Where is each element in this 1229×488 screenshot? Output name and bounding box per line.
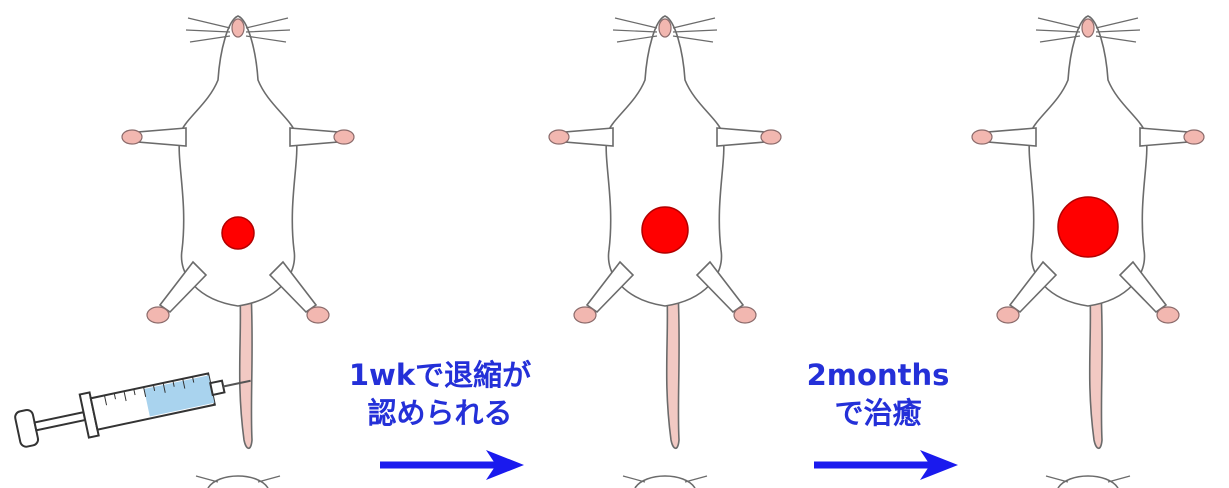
transition-label-1-line2: 認められる: [367, 396, 513, 430]
mouse-icon: [548, 15, 782, 488]
transition-label-2-line1: 2months: [806, 358, 950, 392]
mouse-stage-3: [968, 0, 1208, 488]
tumor-large: [1057, 196, 1119, 258]
syringe-icon: [6, 340, 256, 460]
transition-label-2-line2: で治癒: [834, 396, 922, 430]
arrow-right-icon: [814, 450, 958, 480]
transition-label-1: 1wkで退縮が 認められる: [320, 356, 560, 432]
mouse-icon: [971, 15, 1205, 488]
tumor-medium: [641, 206, 689, 254]
mouse-stage-2: [545, 0, 785, 488]
mouse-icon: [121, 15, 355, 488]
tumor-small: [221, 216, 255, 250]
transition-label-2: 2months で治癒: [768, 356, 988, 432]
transition-label-1-line1: 1wkで退縮が: [348, 358, 532, 392]
mouse-stage-1: [118, 0, 358, 488]
arrow-right-icon: [380, 450, 524, 480]
